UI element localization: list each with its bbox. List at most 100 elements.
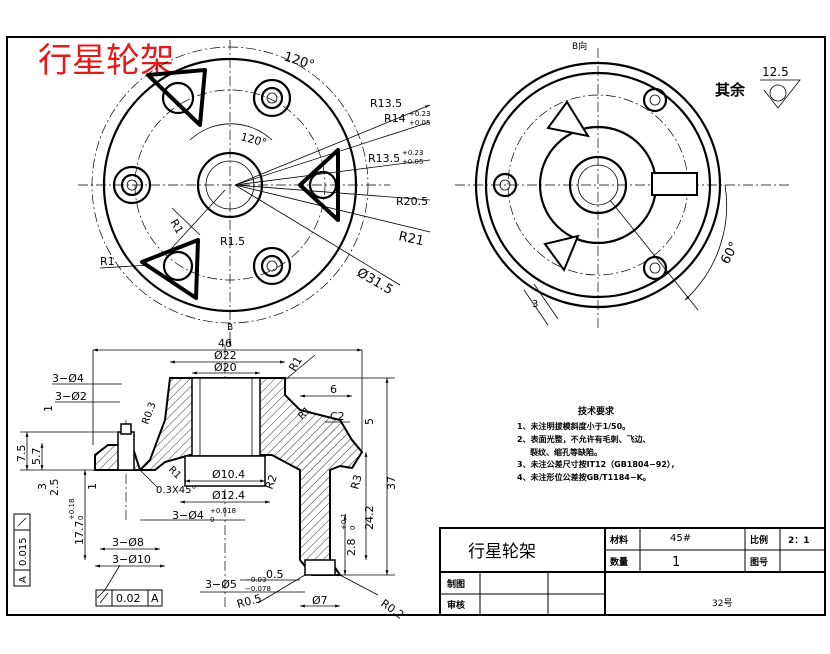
dim-37: 37 [385,476,398,490]
b-view: B向 60° 3 [455,40,790,330]
dim-d20: Ø20 [214,361,237,374]
r0-5-label: R0.5 [235,592,263,611]
b-hole-top [642,87,668,113]
r1-a-label: R1 [167,217,186,236]
tech-req-item-4: 4、未注形位公差按GB/T1184−K。 [517,472,651,482]
r14-label: R14 [384,112,406,125]
drawing-no-label: 图号 [750,557,768,568]
r21-label: R21 [397,229,425,249]
sheet-no: 32号 [712,598,732,609]
r1-top-label: R1 [286,354,305,373]
r3-label: R3 [348,473,364,491]
tech-req-title: 技术要求 [578,405,615,417]
r1-b-label: R1 [100,255,115,268]
dim-d10-4: Ø10.4 [212,468,245,481]
qty-label: 数量 [610,556,628,568]
tol-perp-frame: 0.015 A [13,513,31,587]
boss-left [112,165,152,205]
material-value: 45# [670,533,691,544]
h3-d8-label: 3−Ø8 [112,536,144,549]
r13-5b-tol-up: +0.23 [402,149,423,157]
pocket-top-left [146,68,207,127]
b-arrow-label: B [227,323,233,333]
b-angle-label: 60° [718,239,742,266]
top-view: 120° 120° R13.5 R14 +0.23 +0.05 R13.5 +0… [78,40,430,330]
pocket-right [298,148,340,222]
r0-3-label: R0.3 [140,401,158,426]
r14-tol-dn: +0.05 [409,119,430,127]
roughness-symbol: 12.5 其余 [715,65,801,109]
dim-2-8: 2.8 [345,539,358,557]
dim-24-2: 24.2 [363,506,376,531]
boss-bottom-right [252,246,292,286]
dim-17-7-up: +0.18 [68,499,76,520]
tol-perp-value: 0.015 [18,537,29,566]
tol-perp-ref: A [18,576,29,583]
tech-req-item-2: 2、表面光整，不允许有毛刺、飞边、 [517,434,651,444]
drawn-label: 制图 [447,578,465,590]
dim-1b: 1 [86,483,99,490]
h3-d4-tol-label: 3−Ø4 [172,509,204,522]
dim-2-5: 2.5 [48,479,61,497]
h3-d5-label: 3−Ø5 [205,578,237,591]
material-label: 材料 [609,534,628,546]
dim-d22: Ø22 [214,349,237,362]
roughness-value: 12.5 [762,65,789,79]
r13-5b-tol-dn: +0.05 [402,158,423,166]
r2-label: R2 [263,473,280,491]
sheet-border [6,36,826,616]
tech-req-item-2b: 裂纹、缩孔等缺陷。 [529,447,602,457]
dim-17-7: 17.7 [73,521,86,546]
h3-d4-tol-up: +0.018 [210,507,236,515]
dim-d7: Ø7 [312,594,328,607]
h3-d2-label: 3−Ø2 [55,390,87,403]
dim-17-7-dn: 0 [77,516,85,520]
qty-value: 1 [672,555,680,570]
tol-pos-ref: A [151,592,159,605]
dim-3: 3 [36,483,49,490]
pocket-bottom-left [140,238,200,300]
b-hole-bottom [642,255,668,281]
dim-5-7: 5.7 [30,448,43,466]
r13-5b-label: R13.5 [368,152,400,165]
dim-2-8-up: +0.1 [340,513,348,530]
r13-5-label: R13.5 [370,97,402,110]
title-block: 行星轮架 材料 45# 数量 1 比例 2：1 图号 制图 审核 32号 [439,527,826,616]
boss-top-right [252,78,292,118]
r1-5-label: R1.5 [220,235,245,248]
scale-value: 2：1 [788,536,810,546]
r20-5-label: R20.5 [396,195,428,208]
roughness-label: 其余 [715,81,746,99]
h3-d10-label: 3−Ø10 [112,553,151,566]
d31-5-label: Ø31.5 [354,265,395,298]
checked-label: 审核 [447,599,465,611]
scale-label: 比例 [750,534,768,546]
dim-0-5: 0.5 [266,568,284,581]
tech-req-item-3: 3、未注公差尺寸按IT12（GB1804−92）， [517,459,679,469]
tech-requirements: 技术要求 1、未注明拔模斜度小于1/50。 2、表面光整，不允许有毛刺、飞边、 … [517,405,679,482]
dim-6: 6 [330,383,337,396]
chamfer-label: 0.3X45° [156,485,196,496]
dim-46: 46 [218,337,232,350]
b-dim3-label: 3 [532,299,538,310]
r1-low-label: R1 [166,464,183,481]
h3-d4-label: 3−Ø4 [52,372,84,385]
r14-tol-up: +0.23 [409,110,430,118]
dim-7-5: 7.5 [15,445,28,463]
angle-outer-label: 120° [282,50,316,74]
tech-req-item-1: 1、未注明拔模斜度小于1/50。 [517,421,630,431]
dim-2-8-dn: 0 [349,526,357,530]
part-name: 行星轮架 [468,542,536,562]
tol-pos-value: 0.02 [116,592,141,605]
r0-2-label: R0.2 [378,597,406,622]
dim-5: 5 [363,418,376,425]
b-hole-left [492,172,518,198]
c2-label: C2 [330,410,345,423]
dim-1: 1 [42,405,55,412]
b-view-label: B向 [572,40,587,52]
tol-pos-frame: 0.02 A [95,564,163,607]
h3-d5-up: −0.03 [245,576,266,584]
h3-d5-dn: −0.078 [245,585,271,593]
section-view: B 46 Ø22 Ø20 R1 3−Ø4 3−Ø2 R0.3 6 [13,323,406,622]
